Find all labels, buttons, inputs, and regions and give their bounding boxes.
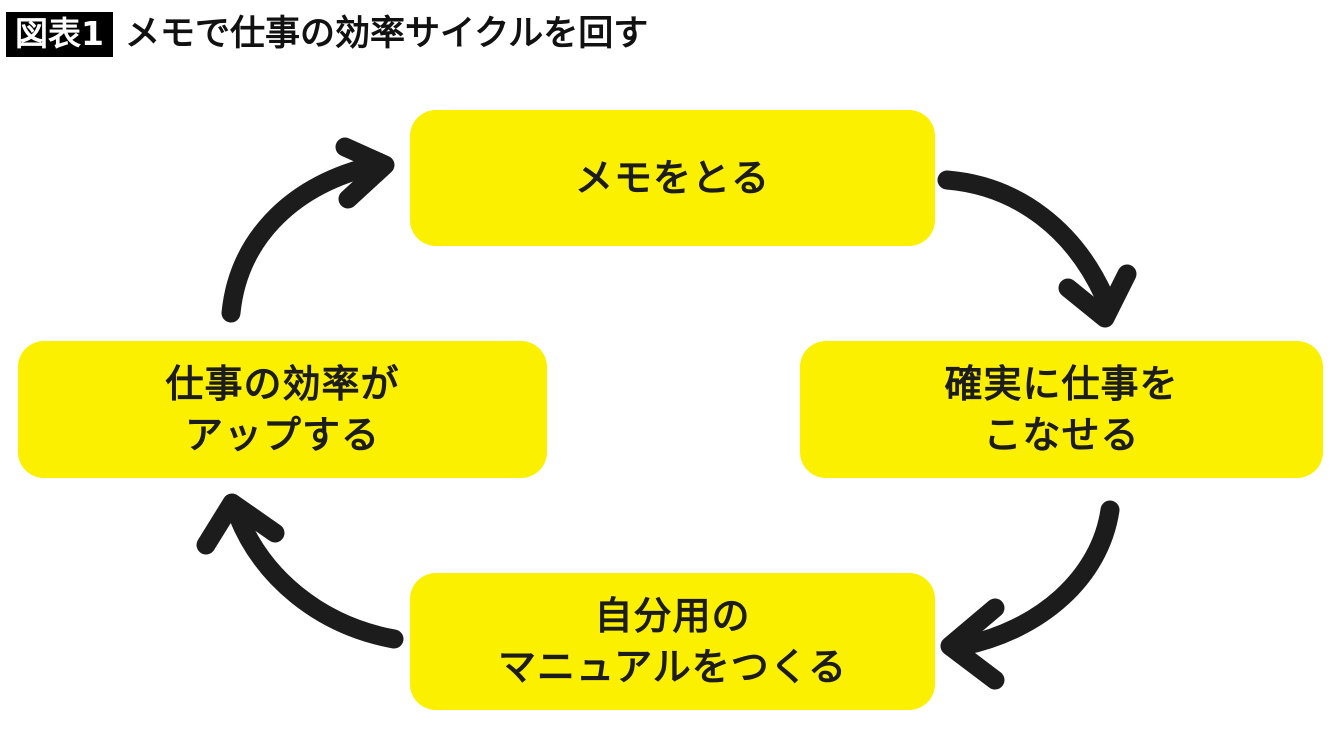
cycle-node-memo: メモをとる [410,110,935,246]
arrow-work-to-manual-icon [940,500,1120,690]
cycle-node-work-label: 確実に仕事を こなせる [944,362,1179,457]
cycle-node-manual: 自分用の マニュアルをつくる [410,573,935,710]
arrow-effic-to-memo-icon [221,137,395,323]
cycle-node-manual-label: 自分用の マニュアルをつくる [497,594,848,689]
figure-header: 図表1 メモで仕事の効率サイクルを回す [0,0,1340,68]
arrow-manual-to-effic-icon [196,493,404,649]
cycle-node-efficiency: 仕事の効率が アップする [18,341,547,478]
page-title: メモで仕事の効率サイクルを回す [124,13,649,54]
arrow-memo-to-work-icon [937,170,1137,328]
figure-number-badge: 図表1 [6,11,113,57]
cycle-node-efficiency-label: 仕事の効率が アップする [165,362,400,457]
cycle-node-memo-label: メモをとる [574,155,770,200]
cycle-node-work: 確実に仕事を こなせる [800,341,1323,478]
